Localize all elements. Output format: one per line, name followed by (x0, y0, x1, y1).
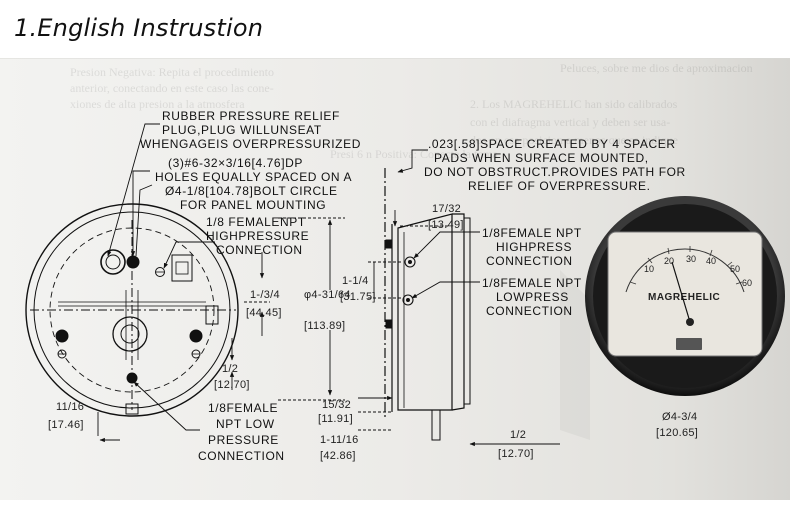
label-side-high-line2: HIGHPRESS (496, 240, 572, 254)
header-bar: 1.English Instrustion (0, 0, 790, 58)
label-side-low-line1: 1/8FEMALE NPT (482, 276, 582, 290)
front-view-drawing (25, 203, 239, 417)
label-side-low-line3: CONNECTION (486, 304, 573, 318)
bg-line: con el diafragma vertical y deben ser us… (470, 115, 670, 129)
label-holes-line4: FOR PANEL MOUNTING (180, 198, 326, 212)
dim-value: 1/2 (510, 429, 526, 441)
label-relief-line2: PLUG,PLUG WILLUNSEAT (162, 123, 322, 137)
label-side-high-line3: CONNECTION (486, 254, 573, 268)
dim-value: 1-/3/4 (250, 289, 280, 301)
dim-value: 1/2 (222, 363, 238, 375)
label-lowpressure-line4: CONNECTION (198, 449, 285, 463)
bg-line: xiones de alta presion a la atmosfera (70, 97, 245, 111)
instruction-sheet-image: Presion Negativa: Repita el procedimient… (0, 57, 790, 500)
dim-value: [31.75] (340, 291, 376, 303)
bg-line: Presion Negativa: Repita el procedimient… (70, 65, 274, 79)
dim-value: [13.49] (428, 219, 464, 231)
dim-value: [17.46] (48, 419, 84, 431)
bg-line: Peluces, sobre me dios de aproximacion (560, 61, 753, 75)
dimension-labels: 1-/3/4 [44.45] φ4-31/64 [113.89] 1/2 [12… (48, 203, 698, 462)
front-view-leaders (97, 123, 345, 443)
dimension-diagram: Presion Negativa: Repita el procedimient… (0, 57, 790, 500)
bg-line: Presi 6 n Positiva: Conecte la toma (330, 147, 499, 161)
label-relief-line1: RUBBER PRESSURE RELIEF (162, 109, 340, 123)
gauge-scale-label: 10 (644, 264, 654, 274)
dim-value: [113.89] (304, 320, 345, 332)
label-spacer-line4: RELIEF OF OVERPRESSURE. (468, 179, 651, 193)
side-view-leaders (358, 149, 560, 447)
gauge-scale-label: 50 (730, 264, 740, 274)
dim-value: 11/16 (56, 401, 84, 413)
dim-value: [42.86] (320, 450, 356, 462)
gauge-pivot (686, 318, 694, 326)
label-side-low-line2: LOWPRESS (496, 290, 569, 304)
label-relief-line3: WHENGAGEIS OVERPRESSURIZED (140, 137, 361, 151)
dim-value: Ø4-3/4 (662, 411, 697, 423)
gauge-scale-label: 60 (742, 278, 752, 288)
dim-value: [120.65] (656, 427, 698, 439)
label-spacer-line1: .023[.58]SPACE CREATED BY 4 SPACER (428, 137, 676, 151)
gauge-needle (671, 261, 691, 323)
dim-value: [12.70] (214, 379, 250, 391)
label-holes-line3: Ø4-1/8[104.78]BOLT CIRCLE (165, 184, 338, 198)
gauge-brand: MAGREHELIC (648, 292, 720, 303)
dim-value: [12.70] (498, 448, 534, 460)
diagram-labels: RUBBER PRESSURE RELIEF PLUG,PLUG WILLUNS… (140, 109, 686, 463)
gauge-scale-label: 20 (664, 256, 674, 266)
label-holes-line1: (3)#6-32×3/16[4.76]DP (168, 156, 303, 170)
dim-value: [11.91] (318, 413, 353, 425)
label-side-high-line1: 1/8FEMALE NPT (482, 226, 582, 240)
label-spacer-line3: DO NOT OBSTRUCT.PROVIDES PATH FOR (424, 165, 686, 179)
label-spacer-line2: PADS WHEN SURFACE MOUNTED, (434, 151, 649, 165)
gauge-photo: 10 20 30 40 50 60 MAGREHELIC (585, 196, 785, 396)
label-lowpressure-line2: NPT LOW (216, 417, 275, 431)
gauge-zero-adjust (676, 338, 702, 350)
background-text: Presion Negativa: Repita el procedimient… (70, 61, 753, 161)
bg-line: 2. Los MAGREHELIC han sido calibrados (470, 97, 678, 111)
side-view-drawing (384, 168, 471, 441)
bg-line: anterior, conectando en este caso las co… (70, 81, 274, 95)
gauge-scale-label: 30 (686, 254, 696, 264)
label-highpressure-line3: CONNECTION (216, 243, 303, 257)
dim-value: 1-11/16 (320, 434, 359, 446)
label-lowpressure-line1: 1/8FEMALE (208, 401, 278, 415)
dim-value: 17/32 (432, 203, 461, 215)
dim-value: 1-1/4 (342, 275, 369, 287)
dim-value: φ4-31/64 (304, 289, 351, 301)
gauge-scale-label: 40 (706, 256, 716, 266)
dim-value: [44.45] (246, 307, 282, 319)
dim-value: 15/32 (322, 399, 351, 411)
bg-line: dos en esa posicion a menos que se indiq… (470, 133, 678, 147)
label-holes-line2: HOLES EQUALLY SPACED ON A (155, 170, 352, 184)
label-lowpressure-line3: PRESSURE (208, 433, 279, 447)
label-highpressure-line2: HIGHPRESSURE (206, 229, 309, 243)
page-title: 1.English Instrustion (14, 14, 264, 42)
label-highpressure-line1: 1/8 FEMALENPT (206, 215, 306, 229)
